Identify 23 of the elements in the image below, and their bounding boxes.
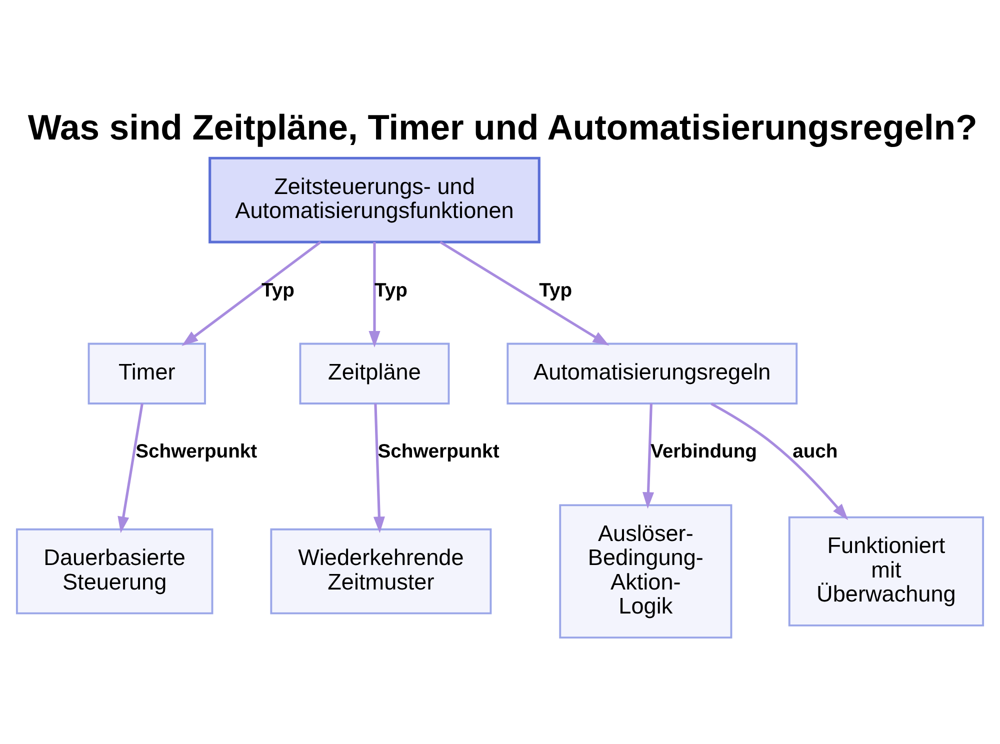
arrow <box>182 241 322 346</box>
node-box: Timer <box>88 342 206 404</box>
arrow <box>118 403 144 534</box>
arrow <box>373 403 385 534</box>
edge-label: Typ <box>539 279 572 302</box>
node-box: Dauerbasierte Steuerung <box>16 528 214 614</box>
diagram-title: Was sind Zeitpläne, Timer und Automatisierungsregeln? <box>28 108 978 148</box>
node-box: Zeitsteuerungs- und Automatisierungsfunktionen <box>208 156 540 244</box>
edge-label: Verbindung <box>650 440 758 463</box>
node-box: Zeitpläne <box>299 342 450 404</box>
arrow <box>368 242 380 348</box>
node-box: Wiederkehrende Zeitmuster <box>270 528 492 614</box>
edge-label: Typ <box>374 279 408 302</box>
arrow <box>440 240 610 346</box>
edge-label: Schwerpunkt <box>136 440 258 463</box>
arrow <box>642 403 654 509</box>
edge-label: Typ <box>261 279 294 302</box>
edge-label: Schwerpunkt <box>378 440 500 463</box>
node-box: Auslöser- Bedingung- Aktion- Logik <box>559 504 732 639</box>
node-box: Funktioniert mit Überwachung <box>788 516 984 626</box>
node-box: Automatisierungsregeln <box>506 342 798 404</box>
edge-label: auch <box>792 440 838 463</box>
arrow <box>710 402 848 520</box>
